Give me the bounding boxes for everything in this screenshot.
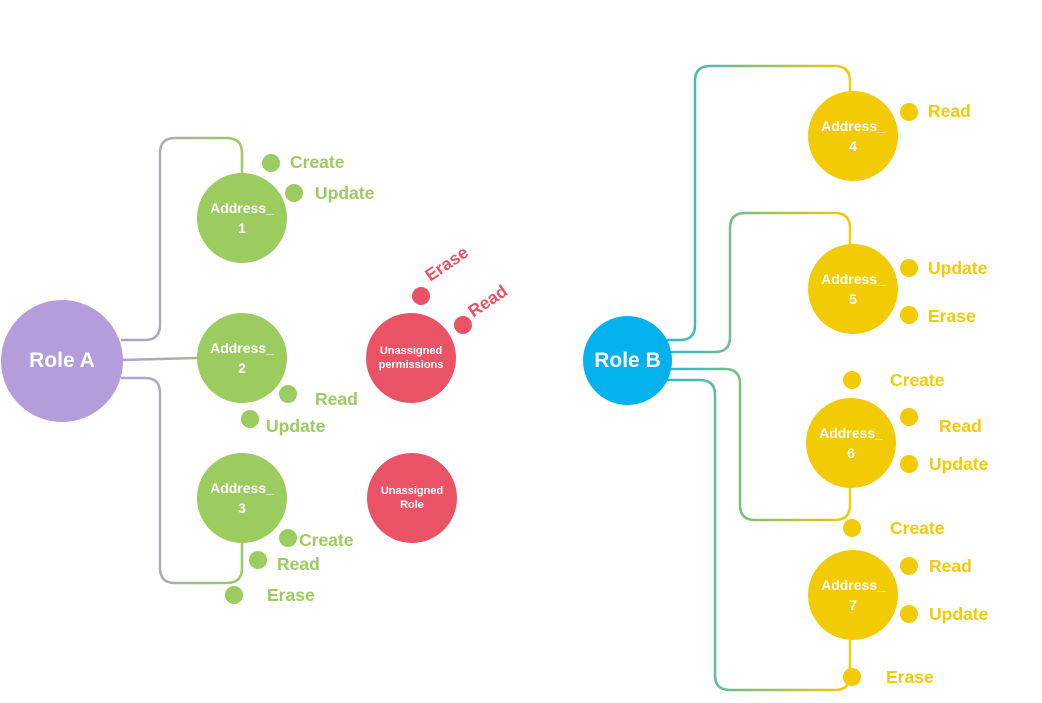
permission-dot xyxy=(843,668,861,686)
address-5-node[interactable]: Address_ 5 xyxy=(808,244,898,334)
address-5-permission-update: Update xyxy=(928,258,988,278)
permission-dot xyxy=(249,551,267,569)
address-6-permission-update: Update xyxy=(929,454,989,474)
address-7-label: Address_ 7 xyxy=(821,577,885,613)
unassigned-permissions-label: Unassigned permissions xyxy=(378,345,444,371)
permission-dot xyxy=(900,557,918,575)
address-2-node[interactable]: Address_ 2 xyxy=(197,313,287,403)
address-3-permission-create: Create xyxy=(299,530,354,550)
address-2-permission-read: Read xyxy=(315,389,358,409)
permission-dot xyxy=(900,259,918,277)
connector-role-b-address-7 xyxy=(666,378,852,692)
address-4-node[interactable]: Address_ 4 xyxy=(808,91,898,181)
address-5-label: Address_ 5 xyxy=(821,271,885,307)
permission-dot xyxy=(843,371,861,389)
role-b-label: Role B xyxy=(594,348,661,372)
address-3-permission-read: Read xyxy=(277,554,320,574)
address-6-permission-create: Create xyxy=(890,370,945,390)
connector-role-a-address-2 xyxy=(120,356,199,362)
permission-dot xyxy=(279,385,297,403)
connector-role-b-address-5 xyxy=(670,211,852,354)
connector-role-a-address-3 xyxy=(120,376,244,585)
permission-dot xyxy=(843,519,861,537)
address-1-label: Address_ 1 xyxy=(210,200,274,236)
address-6-permission-read: Read xyxy=(939,416,982,436)
address-5-permission-erase: Erase xyxy=(928,306,976,326)
permission-dot xyxy=(279,529,297,547)
address-6-node[interactable]: Address_ 6 xyxy=(806,398,896,488)
address-7-permission-update: Update xyxy=(929,604,989,624)
unassigned-role-label: Unassigned Role xyxy=(380,485,444,511)
permission-dot xyxy=(900,408,918,426)
permission-dot xyxy=(225,586,243,604)
permission-dot xyxy=(900,605,918,623)
permission-dot xyxy=(285,184,303,202)
address-1-permission-update: Update xyxy=(315,183,375,203)
permission-dot xyxy=(900,306,918,324)
address-6-permission-create-2: Create xyxy=(890,518,945,538)
connector-role-b-address-6 xyxy=(670,367,852,522)
address-1-node[interactable]: Address_ 1 xyxy=(197,173,287,263)
permission-dot xyxy=(241,410,259,428)
address-7-node[interactable]: Address_ 7 xyxy=(808,550,898,640)
permission-dot xyxy=(900,455,918,473)
role-a-label: Role A xyxy=(29,349,95,372)
address-2-label: Address_ 2 xyxy=(210,340,274,376)
permission-dot xyxy=(412,287,430,305)
permission-dot xyxy=(262,154,280,172)
address-3-node[interactable]: Address_ 3 xyxy=(197,453,287,543)
role-a-node[interactable]: Role A xyxy=(1,300,123,422)
address-1-permission-create: Create xyxy=(290,152,345,172)
unassigned-role-node[interactable]: Unassigned Role xyxy=(367,453,457,543)
address-3-label: Address_ 3 xyxy=(210,480,274,516)
connector-role-a-address-1 xyxy=(120,136,244,342)
address-4-permission-read: Read xyxy=(928,101,971,121)
unassigned-permissions-node[interactable]: Unassigned permissions xyxy=(366,313,456,403)
address-7-permission-read: Read xyxy=(929,556,972,576)
address-7-permission-erase: Erase xyxy=(886,667,934,687)
address-3-permission-erase: Erase xyxy=(267,585,315,605)
role-b-node[interactable]: Role B xyxy=(583,316,672,405)
address-4-label: Address_ 4 xyxy=(821,118,885,154)
address-6-label: Address_ 6 xyxy=(819,425,883,461)
permission-dot xyxy=(454,316,472,334)
permission-dot xyxy=(900,103,918,121)
address-2-permission-update: Update xyxy=(266,416,326,436)
connector-role-b-address-4 xyxy=(665,64,852,342)
